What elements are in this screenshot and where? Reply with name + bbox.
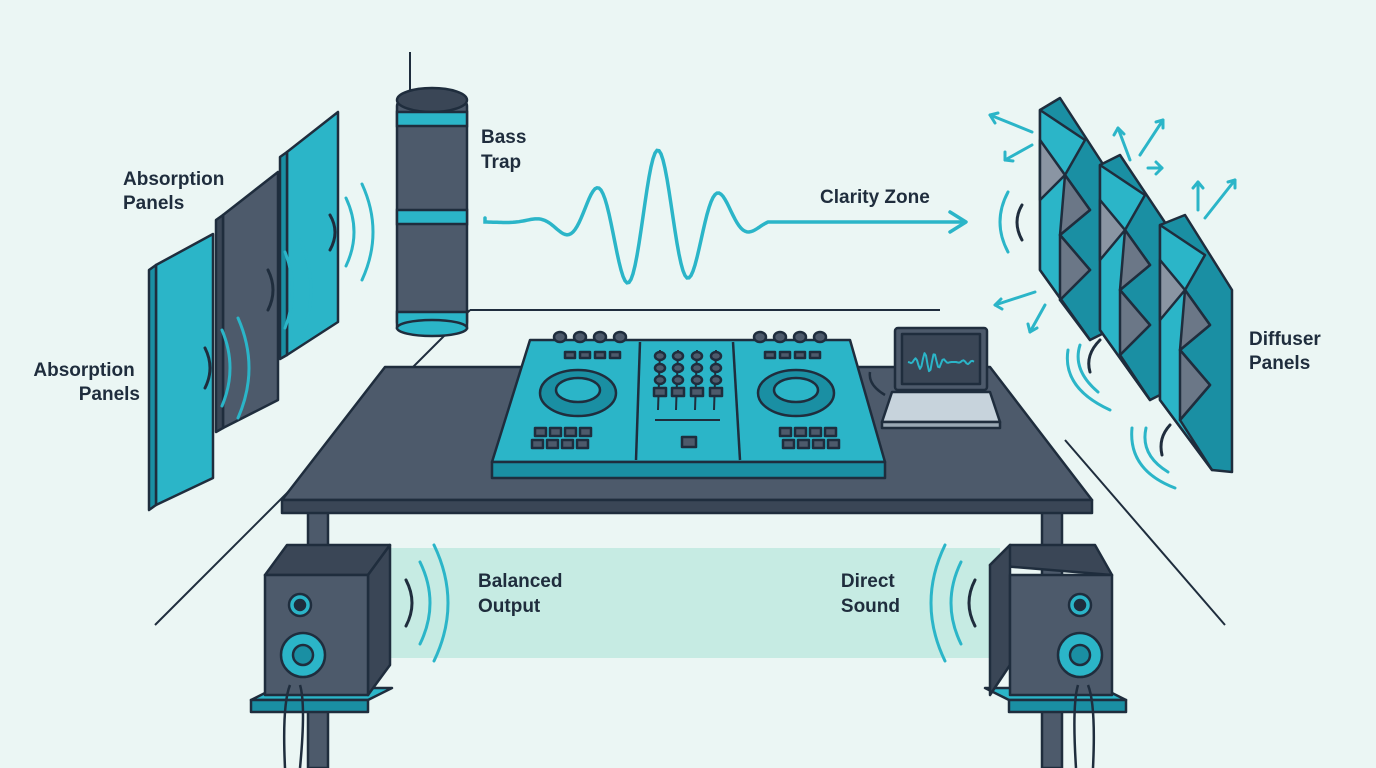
bass-trap-label: Bass Trap xyxy=(481,127,532,173)
clarity-zone-label: Clarity Zone xyxy=(820,187,930,208)
left-monitor xyxy=(249,543,394,768)
diffusion-arrows xyxy=(988,111,1237,334)
diffuser-panel-3 xyxy=(1158,213,1234,474)
clarity-waveform xyxy=(483,148,968,285)
laptop-icon xyxy=(868,326,1002,430)
diffuser-panels-label: Diffuser Panels xyxy=(1249,329,1326,374)
dj-controller-icon xyxy=(490,330,887,480)
absorption-panels-label-upper: Absorption Panels xyxy=(123,169,230,214)
diffuser-panel-1 xyxy=(1038,96,1112,342)
sound-wave-icon xyxy=(203,182,375,420)
absorption-panels-label-lower: Absorption Panels xyxy=(33,360,140,405)
absorption-panel-icon xyxy=(147,110,340,512)
right-monitor xyxy=(983,543,1128,768)
direct-sound-label: Direct Sound xyxy=(841,571,900,617)
bass-trap-icon xyxy=(395,52,469,338)
sound-wave-icon xyxy=(998,190,1177,490)
sound-wave-icon xyxy=(404,543,977,663)
balanced-output-label: Balanced Output xyxy=(478,571,568,617)
studio-monitor-icon xyxy=(249,543,1128,768)
diffuser-panel-icon xyxy=(1038,96,1234,474)
diffuser-panel-2 xyxy=(1098,153,1172,402)
balanced-sound-band xyxy=(380,548,1000,658)
